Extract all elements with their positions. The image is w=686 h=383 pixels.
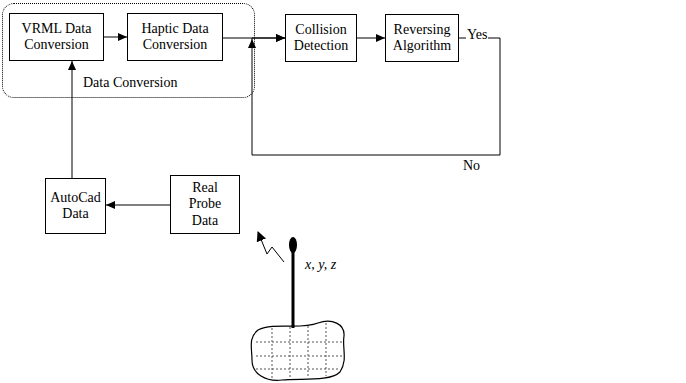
probe-tip [289,237,297,253]
box-label: VRML Data Conversion [14,21,99,53]
box-label: Collision Detection [290,22,352,54]
process-box: VRML Data Conversion [9,13,104,61]
flow-arrow [72,61,73,178]
object-grid [256,323,342,379]
process-box: AutoCad Data [45,178,106,234]
flow-arrow [104,37,127,38]
box-label: Haptic Data Conversion [132,21,218,53]
coordinate-label: x, y, z [304,257,337,273]
output-label: Yes [466,27,488,43]
process-box: Collision Detection [285,14,357,62]
signal-zigzag [258,232,284,262]
scanned-object [251,321,344,380]
flow-arrow [106,205,170,206]
flow-arrow [357,38,385,39]
probe-shaft [292,252,295,328]
box-label: Reversing Algorithm [390,22,454,54]
group-label: Data Conversion [83,75,177,91]
box-label: Real Probe Data [175,180,235,228]
process-box: Real Probe Data [170,175,240,234]
process-box: Reversing Algorithm [385,14,459,62]
box-label: AutoCad Data [50,190,101,222]
edge-label: No [462,158,481,174]
data-conversion-group: Data Conversion VRML Data Conversion Hapti… [2,3,255,98]
process-box: Haptic Data Conversion [127,13,223,61]
